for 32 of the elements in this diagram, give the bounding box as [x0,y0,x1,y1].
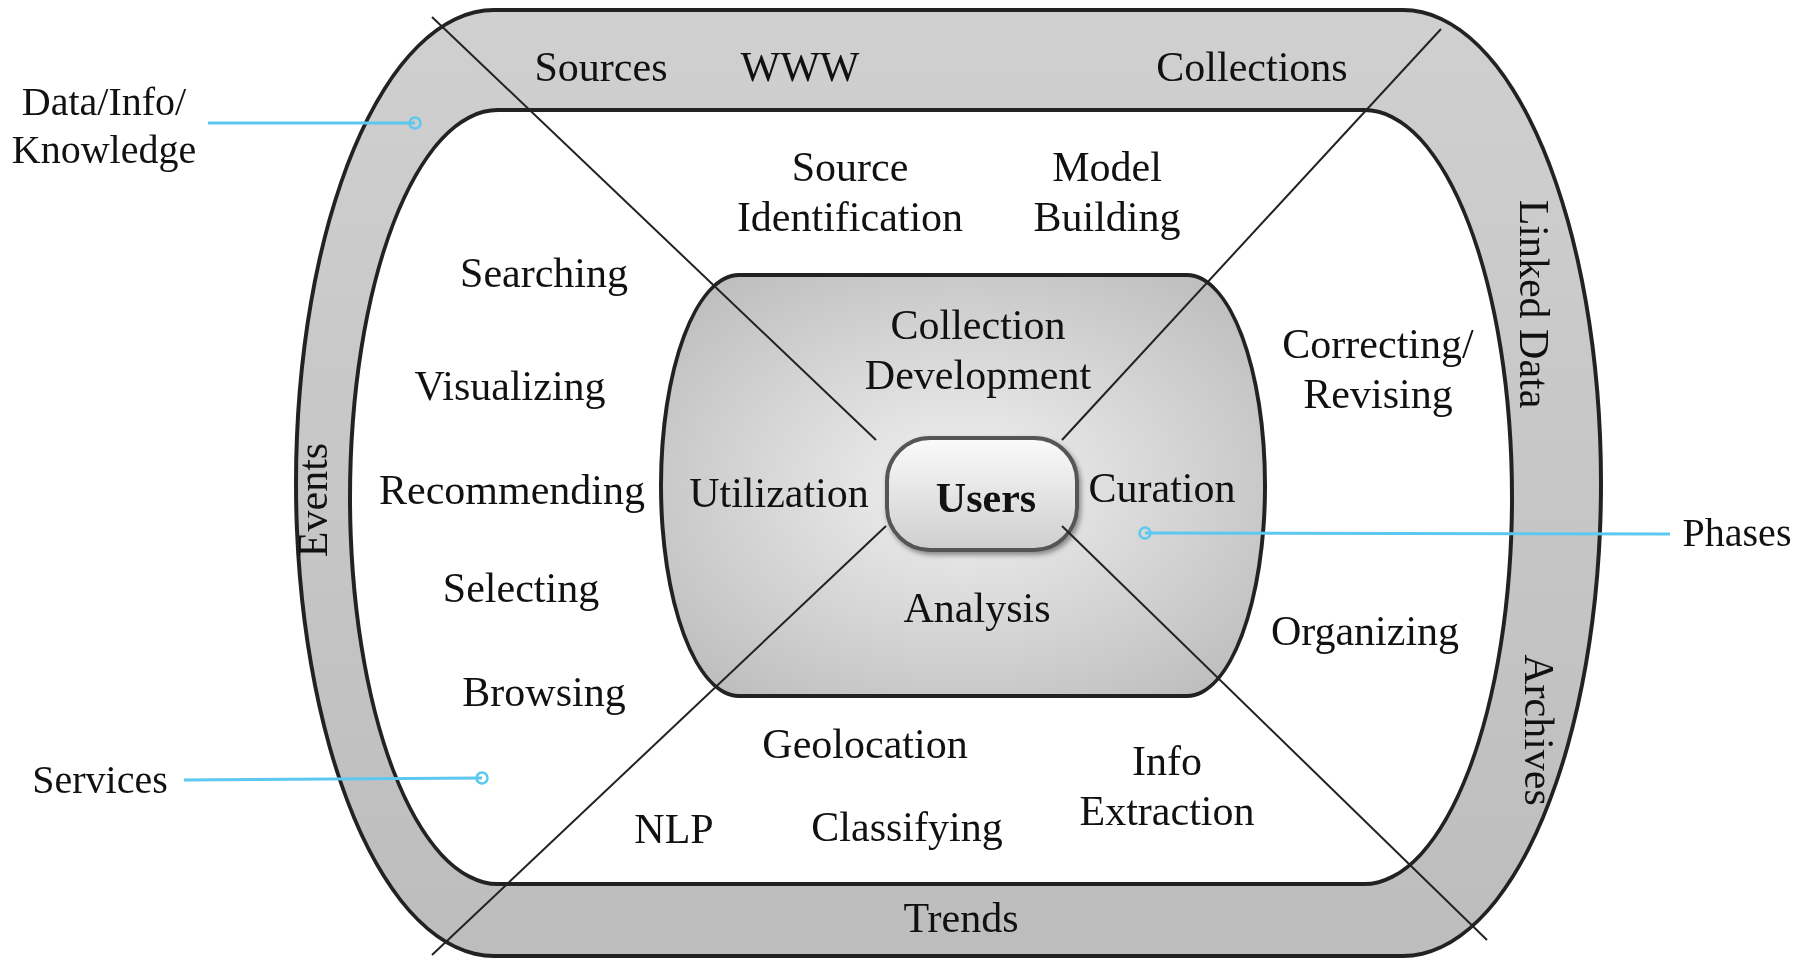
service-label: Classifying [811,802,1003,852]
leader-line [208,116,422,130]
service-label: Source Identification [735,142,965,242]
ring-label: Trends [903,893,1019,943]
ring-label: Archives [1515,654,1564,806]
center-label: Users [935,473,1037,523]
service-label: Organizing [1270,606,1460,656]
service-label: Recommending [379,465,645,515]
service-label: Geolocation [762,719,968,769]
users-pill [885,436,1079,552]
ring-label: Events [288,442,337,558]
phase-label: Utilization [689,468,869,518]
ring-label: Collections [1156,42,1348,92]
callout-label: Phases [1682,509,1792,557]
ring-label: Linked Data [1510,199,1559,409]
leader-line [184,771,489,785]
ring-label: WWW [740,42,860,92]
service-label: Visualizing [414,361,606,411]
service-label: Info Extraction [1078,736,1256,836]
callout-label: Data/Info/ Knowledge [10,78,198,174]
service-label: Browsing [462,667,626,717]
service-label: Correcting/ Revising [1281,319,1475,419]
phase-label: Curation [1088,463,1236,513]
callout-label: Services [32,756,168,804]
phase-label: Analysis [903,583,1051,633]
ring-label: Sources [534,42,668,92]
service-label: Searching [460,248,628,298]
leader-line [1138,526,1670,540]
service-label: Selecting [442,563,600,613]
phase-label: Collection Development [863,300,1093,400]
service-label: NLP [634,804,714,854]
service-label: Model Building [1032,142,1182,242]
